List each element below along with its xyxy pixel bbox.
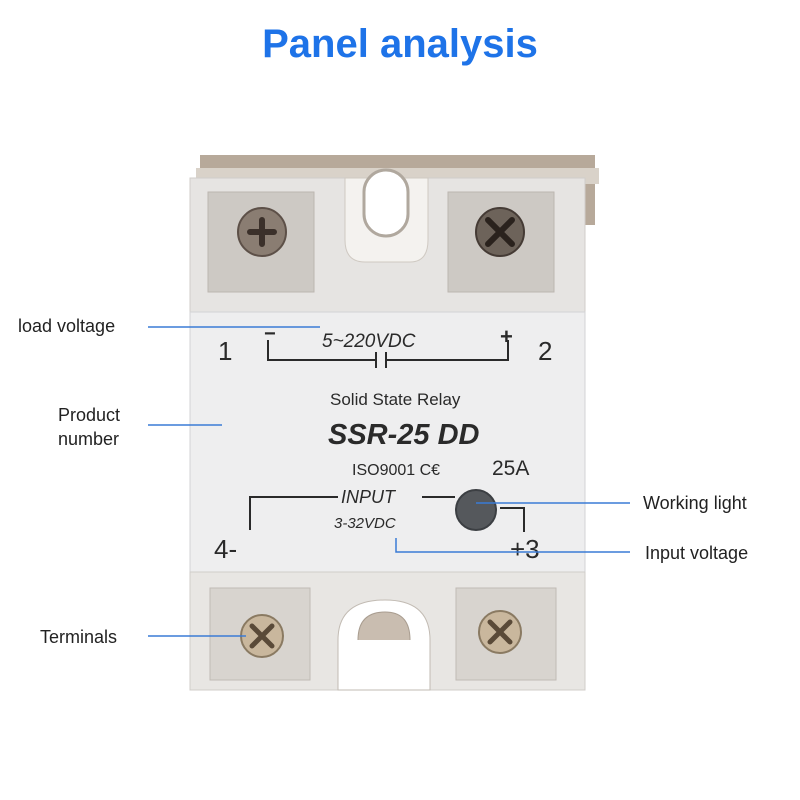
relay-face	[189, 311, 586, 573]
terminal-1-label: 1	[218, 336, 232, 366]
input-range-label: 3-32VDC	[334, 515, 396, 532]
type-label: Solid State Relay	[330, 390, 461, 409]
product-number-line1: Product	[58, 405, 121, 425]
load-circuit-line	[267, 340, 509, 368]
certification-label: ISO9001 C€	[352, 462, 440, 479]
bottom-mounting-slot	[337, 599, 431, 691]
screw-icon	[240, 614, 284, 658]
page-title: Panel analysis	[262, 22, 538, 66]
product-number-annotation: Product number	[58, 403, 120, 451]
load-voltage-annotation: load voltage	[18, 316, 116, 336]
input-label: INPUT	[341, 487, 397, 507]
model-number: SSR-25 DD	[328, 419, 480, 451]
product-number-line2: number	[58, 429, 120, 449]
screw-icon	[237, 207, 287, 257]
working-light-led	[455, 489, 497, 531]
load-range-label: 5~220VDC	[322, 331, 416, 352]
terminal-2-label: 2	[538, 336, 552, 366]
leader-lines	[148, 326, 630, 637]
terminal-4-label: 4-	[214, 534, 237, 564]
load-minus-sign: −	[264, 323, 276, 345]
screw-icon	[475, 207, 525, 257]
input-voltage-annotation: Input voltage	[645, 543, 749, 563]
load-plus-sign: +	[500, 324, 513, 349]
terminal-3-label: +3	[510, 534, 540, 564]
working-light-annotation: Working light	[643, 493, 747, 513]
terminals-annotation: Terminals	[40, 627, 118, 647]
leader-input-voltage	[395, 538, 630, 553]
screw-icon	[478, 610, 522, 654]
current-rating: 25A	[492, 457, 529, 480]
terminal-pocket-4	[209, 587, 311, 681]
input-circuit-line	[249, 496, 525, 532]
bottom-metal-tab	[357, 611, 411, 641]
top-mounting-hole	[362, 168, 410, 238]
